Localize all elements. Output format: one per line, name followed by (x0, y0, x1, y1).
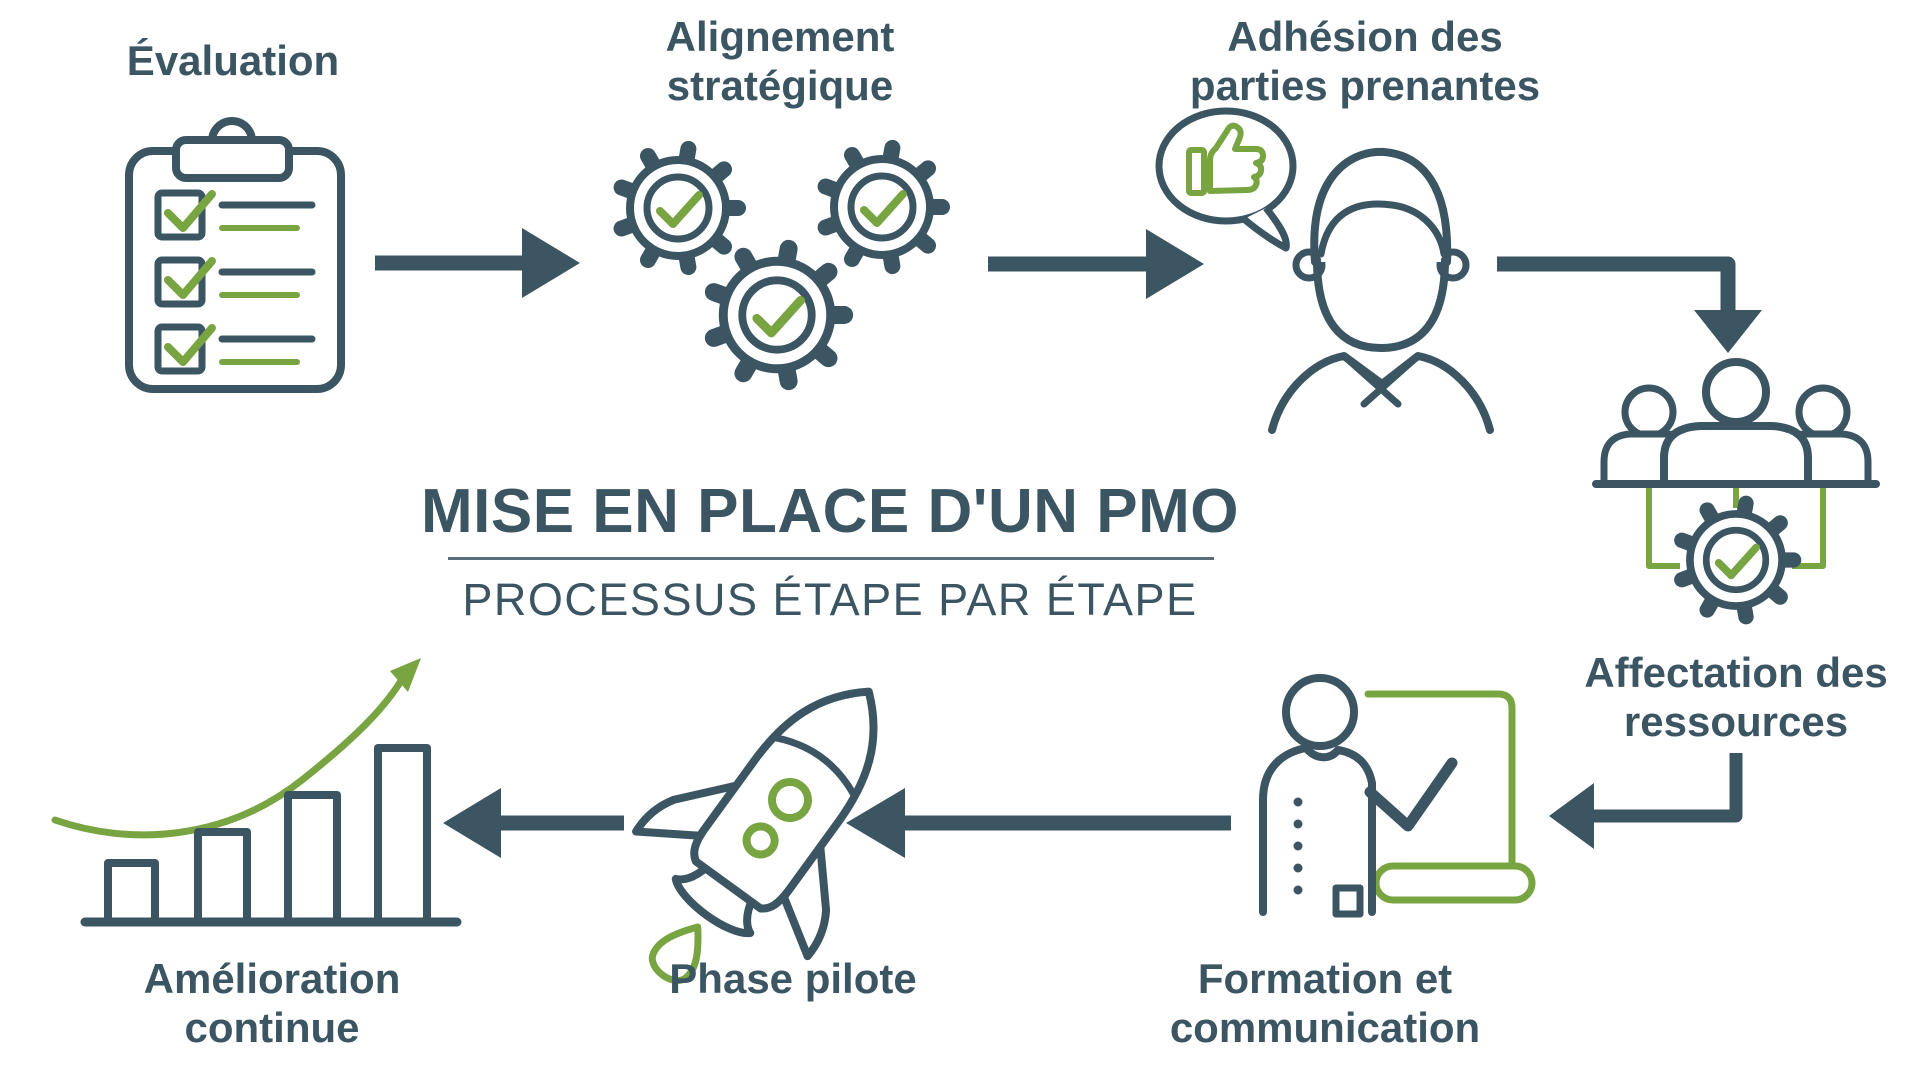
label-line: stratégique (666, 62, 894, 109)
clipboard-checklist-icon (125, 117, 345, 393)
pointing-arm (1364, 757, 1458, 832)
team-connector-lines (1646, 488, 1826, 569)
label-line: Adhésion des (1227, 13, 1503, 60)
thumbs-up-bubble-icon (1155, 107, 1297, 252)
rocket-nozzle (671, 862, 757, 938)
arrow-adhesion-to-affectation (1497, 256, 1762, 353)
gear-icon (714, 249, 844, 381)
step-label-alignement: Alignement stratégique (666, 12, 895, 110)
title-underline (448, 557, 1214, 560)
checklist-rows (154, 189, 316, 375)
rocket-fin-left (632, 781, 741, 840)
growth-chart-icon (51, 658, 462, 927)
rocket-icon (632, 687, 878, 984)
trainer-icon (1259, 674, 1458, 918)
porthole (768, 778, 812, 822)
team-members (1592, 358, 1880, 488)
subtitle: PROCESSUS ÉTAPE PAR ÉTAPE (462, 574, 1198, 625)
step-label-formation: Formation et communication (1170, 954, 1480, 1052)
arrow-evaluation-to-alignement (375, 228, 580, 298)
person-icon (1268, 147, 1494, 434)
gears-check-icon (600, 125, 960, 395)
rocket-fin-right (779, 842, 831, 961)
gear-icon (826, 148, 942, 266)
label-line: Phase pilote (669, 955, 917, 1002)
bars (104, 744, 431, 926)
team-gear-icon (1592, 358, 1880, 645)
step-label-amelioration: Amélioration continue (144, 954, 401, 1052)
label-line: Amélioration (143, 955, 401, 1002)
label-line: ressources (1623, 698, 1849, 745)
trainer-flipchart-icon (1259, 674, 1536, 918)
label-line: continue (184, 1004, 360, 1051)
gear-icon (1682, 503, 1794, 616)
step-label-adhesion: Adhésion des parties prenantes (1190, 12, 1540, 110)
label-line: Évaluation (126, 37, 340, 84)
step-label-phase-pilote: Phase pilote (669, 954, 916, 1003)
porthole (742, 822, 779, 859)
arrow-affectation-to-formation (1549, 753, 1743, 849)
main-title: MISE EN PLACE D'UN PMO (420, 477, 1240, 546)
rocket-body (690, 687, 878, 913)
thumbs-up-icon (1186, 122, 1266, 196)
step-label-evaluation: Évaluation (127, 36, 339, 85)
growth-arrowhead (390, 658, 421, 692)
arrow-formation-to-pilote (846, 788, 1231, 858)
growth-curve (51, 672, 408, 839)
label-line: Formation et (1197, 955, 1453, 1002)
step-label-affectation: Affectation des ressources (1584, 648, 1887, 746)
person-thumbs-up-icon (1155, 107, 1494, 434)
label-line: Affectation des (1584, 649, 1888, 696)
button-dots (1293, 797, 1303, 895)
flipchart-icon (1364, 690, 1536, 904)
arrow-alignement-to-adhesion (988, 229, 1204, 299)
arrow-pilote-to-amelioration (443, 788, 624, 858)
rocket-flame (648, 923, 702, 984)
label-line: Alignement (665, 13, 895, 60)
label-line: communication (1169, 1004, 1481, 1051)
label-line: parties prenantes (1189, 62, 1541, 109)
gear-icon (622, 149, 738, 267)
